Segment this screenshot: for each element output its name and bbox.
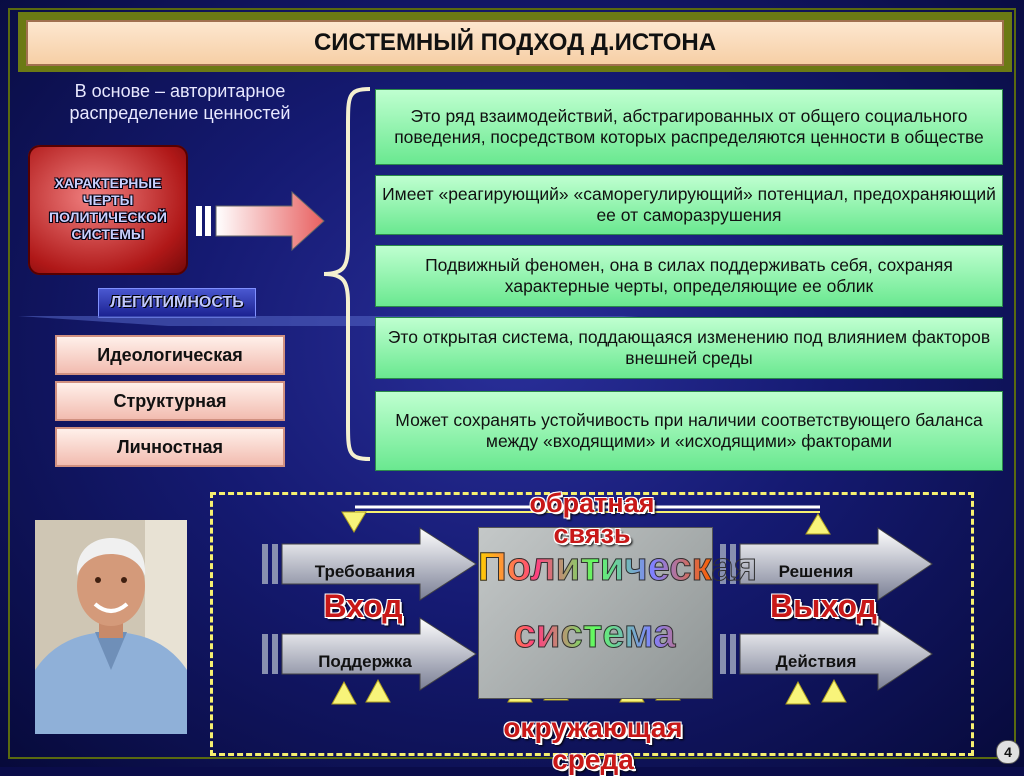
feedback-label: обратная связь [529,488,655,549]
system-title-line2: система [478,612,711,657]
system-title-line1: Политическая [478,545,758,590]
input-arrow-requirements [262,527,477,601]
output-label-actions: Действия [775,652,857,671]
portrait-photo [35,520,187,734]
intro-text: В основе – авторитарное распределение це… [69,81,291,123]
legitimacy-type-ideological: Идеологическая [55,335,285,375]
curly-brace [323,87,371,461]
input-title: Вход [323,588,403,624]
feature-2: Имеет «реагирующий» «саморегулирующий» п… [375,175,1003,235]
slide-frame [8,8,1016,759]
feature-3: Подвижный феномен, она в силах поддержив… [375,245,1003,307]
characteristics-label: ХАРАКТЕРНЫЕ ЧЕРТЫ ПОЛИТИЧЕСКОЙ СИСТЕМЫ [49,175,167,242]
output-arrow-actions [720,617,933,691]
legitimacy-banner: ЛЕГИТИМНОСТЬ [98,288,256,318]
legitimacy-label: ЛЕГИТИМНОСТЬ [110,294,244,311]
characteristics-box: ХАРАКТЕРНЫЕ ЧЕРТЫ ПОЛИТИЧЕСКОЙ СИСТЕМЫ [28,145,188,275]
right-arrow-icon [196,190,325,252]
feature-1: Это ряд взаимодействий, абстрагированных… [375,89,1003,165]
feature-4: Это открытая система, поддающаяся измене… [375,317,1003,379]
output-title: Выход [770,588,877,624]
page-number: 4 [996,740,1020,764]
legitimacy-type-structural: Структурная [55,381,285,421]
easton-diagram [262,505,933,705]
output-arrow-decisions [720,527,933,601]
easton-diagram-frame [210,492,974,756]
input-label-support: Поддержка [318,652,412,671]
output-label-decisions: Решения [778,562,854,581]
input-arrow-support [262,617,477,691]
legitimacy-divider [18,316,638,326]
input-label-requirements: Требования [314,562,416,581]
page-title: СИСТЕМНЫЙ ПОДХОД Д.ИСТОНА [26,20,1004,66]
environment-label: окружающая среда [503,712,683,775]
legitimacy-type-personal: Личностная [55,427,285,467]
feature-5: Может сохранять устойчивость при наличии… [375,391,1003,471]
political-system-box [478,527,713,699]
